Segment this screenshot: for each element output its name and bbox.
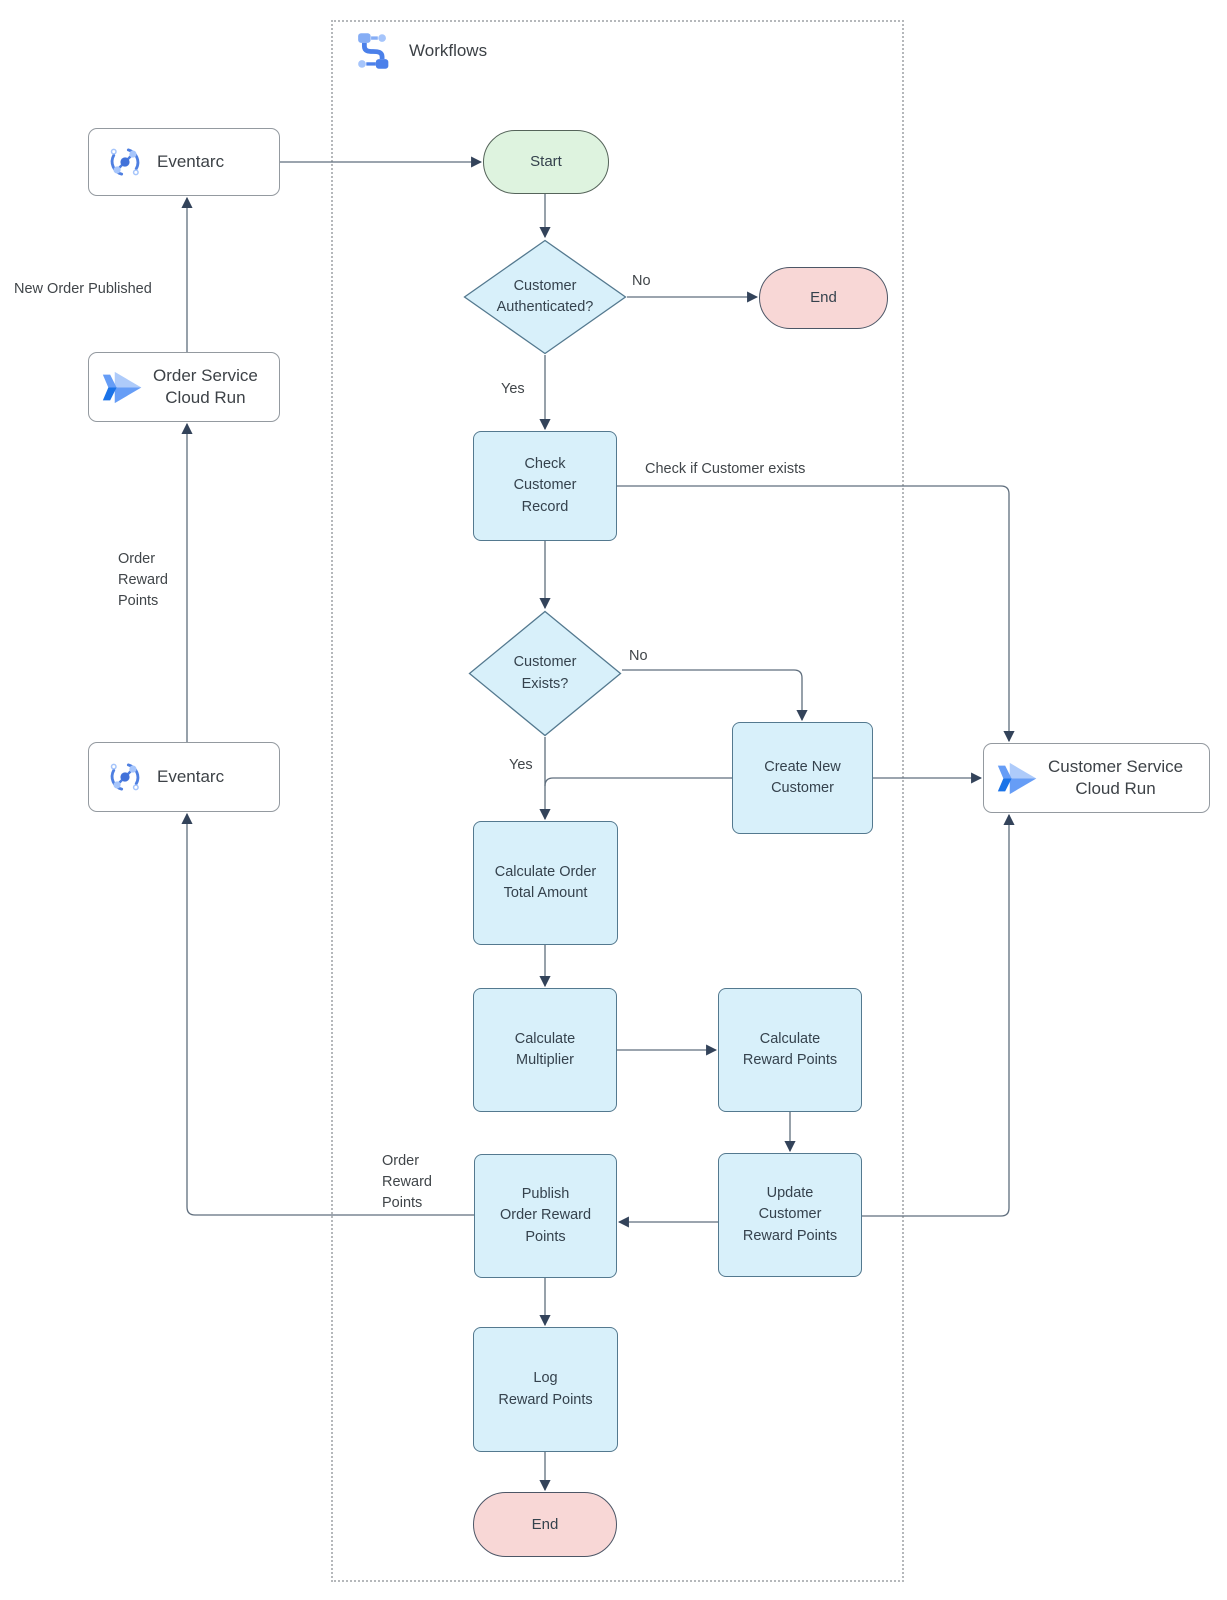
node-check-customer-record[interactable]: Check Customer Record (473, 431, 617, 541)
workflows-icon (350, 28, 396, 74)
node-customer-service-cloud-run[interactable]: Customer Service Cloud Run (983, 743, 1210, 813)
node-label: Customer Service Cloud Run (1048, 756, 1184, 798)
diamond-shape (463, 239, 627, 355)
edge-label-new-order-published: New Order Published (14, 281, 152, 297)
node-customer-authenticated[interactable]: Customer Authenticated? (463, 239, 627, 355)
node-label: Create New Customer (764, 758, 841, 796)
edge-label-order-reward-points-left: Order Reward Points (118, 551, 168, 610)
edge-label-order-reward-points-publish: Order Reward Points (382, 1153, 432, 1212)
diamond-shape (468, 610, 622, 737)
edge-label-exists-yes: Yes (509, 757, 533, 773)
node-label: Calculate Multiplier (514, 1030, 576, 1068)
node-label: Calculate Order Total Amount (494, 863, 597, 901)
eventarc-icon (105, 142, 145, 182)
node-label: Check Customer Record (513, 456, 577, 515)
node-label: Order Service Cloud Run (153, 365, 258, 407)
edge-label-exists-no: No (629, 648, 648, 664)
node-create-new-customer[interactable]: Create New Customer (732, 722, 873, 834)
workflows-title: Workflows (409, 41, 488, 60)
node-update-customer-reward-points[interactable]: Update Customer Reward Points (718, 1153, 862, 1277)
workflows-container (331, 20, 904, 1582)
node-label: Eventarc (157, 151, 225, 171)
node-calculate-order-total[interactable]: Calculate Order Total Amount (473, 821, 618, 945)
workflows-header: Workflows (350, 28, 487, 74)
cloud-run-icon (996, 760, 1040, 797)
node-eventarc-bottom[interactable]: Eventarc (88, 742, 280, 812)
node-label: End (810, 289, 837, 307)
node-label: End (531, 1515, 559, 1533)
node-label: Customer Authenticated? (496, 277, 594, 315)
node-label: Eventarc (157, 766, 225, 786)
node-label: Update Customer Reward Points (742, 1185, 838, 1244)
node-calculate-reward-points[interactable]: Calculate Reward Points (718, 988, 862, 1112)
node-calculate-multiplier[interactable]: Calculate Multiplier (473, 988, 617, 1112)
edge-label-auth-yes: Yes (501, 381, 525, 397)
eventarc-icon (105, 757, 145, 797)
node-label: Log Reward Points (498, 1370, 593, 1408)
node-end-bottom[interactable]: End (473, 1492, 617, 1557)
node-log-reward-points[interactable]: Log Reward Points (473, 1327, 618, 1452)
cloud-run-icon (101, 369, 145, 406)
node-label: Customer Exists? (513, 654, 577, 692)
node-customer-exists[interactable]: Customer Exists? (468, 610, 622, 737)
node-eventarc-top[interactable]: Eventarc (88, 128, 280, 196)
node-end-top[interactable]: End (759, 267, 888, 329)
node-label: Publish Order Reward Points (499, 1186, 592, 1245)
node-order-service-cloud-run[interactable]: Order Service Cloud Run (88, 352, 280, 422)
node-label: Start (530, 153, 562, 171)
node-label: Calculate Reward Points (742, 1030, 838, 1068)
node-start[interactable]: Start (483, 130, 609, 194)
node-publish-order-reward-points[interactable]: Publish Order Reward Points (474, 1154, 617, 1278)
edge-label-auth-no: No (632, 273, 651, 289)
edge-label-check-note: Check if Customer exists (645, 461, 806, 477)
